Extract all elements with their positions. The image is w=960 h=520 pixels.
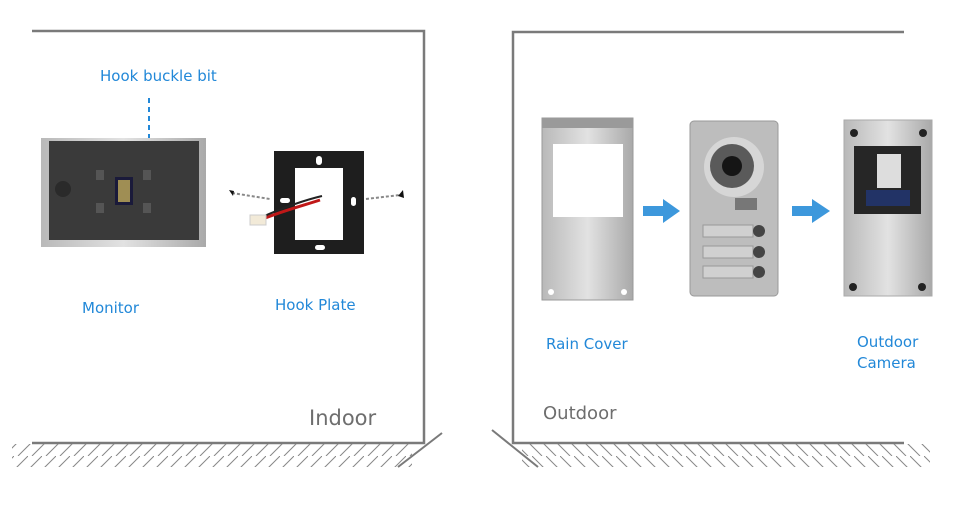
- outdoor-zone-label: Outdoor: [543, 403, 617, 424]
- monitor-label: Monitor: [82, 299, 140, 317]
- arrow-right-icon: [643, 199, 680, 223]
- screw-right-icon: [365, 190, 404, 200]
- indoor-zone-label: Indoor: [309, 406, 377, 430]
- screw-left-icon: [229, 190, 271, 200]
- indoor-wall: [12, 29, 443, 468]
- hook-buckle-label: Hook buckle bit: [100, 67, 217, 85]
- hook-plate-label: Hook Plate: [275, 296, 356, 314]
- arrow-right-icon: [792, 199, 830, 223]
- door-station-image: [689, 120, 779, 297]
- hook-plate-image: [249, 151, 364, 254]
- outdoor-camera-image: [843, 119, 933, 297]
- rain-cover-label: Rain Cover: [546, 335, 628, 353]
- outdoor-camera-label-line2: Camera: [857, 354, 916, 372]
- rain-cover-image: [541, 117, 634, 301]
- monitor-image: [41, 138, 206, 247]
- outdoor-wall: [491, 30, 930, 468]
- outdoor-camera-label-line1: Outdoor: [857, 333, 919, 351]
